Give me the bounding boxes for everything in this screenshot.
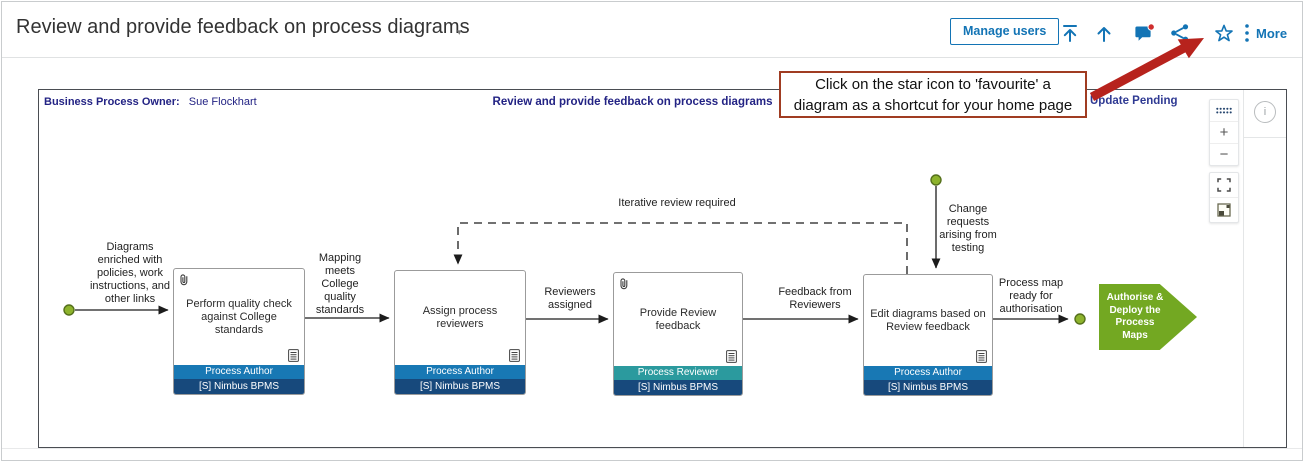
move-to-top-icon[interactable] xyxy=(1059,22,1081,44)
map-title: Review and provide feedback on process d… xyxy=(492,96,773,108)
statement-doc-icon[interactable] xyxy=(726,350,737,363)
statement-doc-icon[interactable] xyxy=(976,350,987,363)
expand-icon xyxy=(1217,178,1231,192)
flow-label-input: Diagrams enriched with policies, work in… xyxy=(89,241,171,305)
flow-line-iterative-dashed xyxy=(453,222,908,274)
activity-box-provide-feedback[interactable]: Provide Review feedback Process Reviewer… xyxy=(613,272,743,396)
comments-icon[interactable] xyxy=(1133,22,1155,44)
flow-label-ready: Process map ready for authorisation xyxy=(998,277,1064,315)
activity-box-edit-diagrams[interactable]: Edit diagrams based on Review feedback P… xyxy=(863,274,993,396)
role-bar: Process Reviewer xyxy=(614,366,742,380)
title-menu-caret-icon[interactable]: ▾ xyxy=(457,27,462,37)
grid-dots-icon xyxy=(1216,107,1232,114)
view-control-card xyxy=(1209,172,1239,223)
statement-doc-icon[interactable] xyxy=(288,349,299,362)
resource-bar: [S] Nimbus BPMS xyxy=(174,379,304,394)
flow-label-quality: Mapping meets College quality standards xyxy=(315,252,365,316)
flow-label-iterative: Iterative review required xyxy=(618,197,736,209)
zoom-out-button[interactable]: − xyxy=(1210,143,1238,165)
zoom-control-card: + − xyxy=(1209,99,1239,166)
fit-to-view-button[interactable] xyxy=(1210,197,1238,222)
statement-doc-icon[interactable] xyxy=(509,349,520,362)
page-title: Review and provide feedback on process d… xyxy=(16,16,470,38)
move-up-icon[interactable] xyxy=(1093,22,1115,44)
more-kebab-icon xyxy=(1245,24,1249,42)
activity-title: Edit diagrams based on Review feedback xyxy=(870,307,986,333)
top-header: Review and provide feedback on process d… xyxy=(2,2,1302,58)
role-bar: Process Author xyxy=(395,365,525,379)
more-menu-button[interactable]: More xyxy=(1244,23,1287,43)
attachment-paperclip-icon[interactable] xyxy=(619,277,629,290)
zoom-in-button[interactable]: + xyxy=(1210,121,1238,143)
share-icon[interactable] xyxy=(1169,22,1191,44)
info-icon[interactable]: i xyxy=(1254,101,1276,123)
activity-box-assign-reviewers[interactable]: Assign process reviewers Process Author … xyxy=(394,270,526,395)
start-node-dot xyxy=(63,304,75,316)
resource-bar: [S] Nimbus BPMS xyxy=(395,379,525,394)
more-label: More xyxy=(1256,25,1288,41)
pan-handle-button[interactable] xyxy=(1210,100,1238,121)
owner-name: Sue Flockhart xyxy=(188,96,257,108)
flow-label-reviewers-assigned: Reviewers assigned xyxy=(544,286,596,311)
fullscreen-button[interactable] xyxy=(1210,173,1238,197)
manage-users-button[interactable]: Manage users xyxy=(950,18,1060,45)
favourite-star-icon[interactable] xyxy=(1213,22,1235,44)
attachment-paperclip-icon[interactable] xyxy=(179,273,189,286)
end-node-dot xyxy=(1074,313,1086,325)
annotation-callout: Click on the star icon to 'favourite' a … xyxy=(779,71,1087,118)
change-request-node-dot xyxy=(930,174,942,186)
process-map-canvas: Business Process Owner: Sue Flockhart Re… xyxy=(38,89,1287,448)
end-shape-label: Authorise & Deploy the Process Maps xyxy=(1106,292,1164,341)
activity-box-perform-quality-check[interactable]: Perform quality check against College st… xyxy=(173,268,305,395)
minimap-icon xyxy=(1217,203,1231,217)
owner-label: Business Process Owner: xyxy=(44,96,180,108)
resource-bar: [S] Nimbus BPMS xyxy=(614,380,742,395)
flow-label-feedback: Feedback from Reviewers xyxy=(778,286,852,311)
activity-title: Assign process reviewers xyxy=(422,305,498,330)
connector-layer xyxy=(63,174,1086,325)
flow-label-change-requests: Change requests arising from testing xyxy=(939,203,997,254)
info-side-panel: i xyxy=(1243,90,1286,447)
notification-badge xyxy=(1147,23,1155,31)
resource-bar: [S] Nimbus BPMS xyxy=(864,380,992,395)
activity-title: Provide Review feedback xyxy=(639,306,717,332)
content-bottom-divider xyxy=(2,448,1302,449)
role-bar: Process Author xyxy=(174,365,304,379)
side-panel-divider xyxy=(1244,137,1286,138)
activity-title: Perform quality check against College st… xyxy=(186,297,292,336)
role-bar: Process Author xyxy=(864,366,992,380)
